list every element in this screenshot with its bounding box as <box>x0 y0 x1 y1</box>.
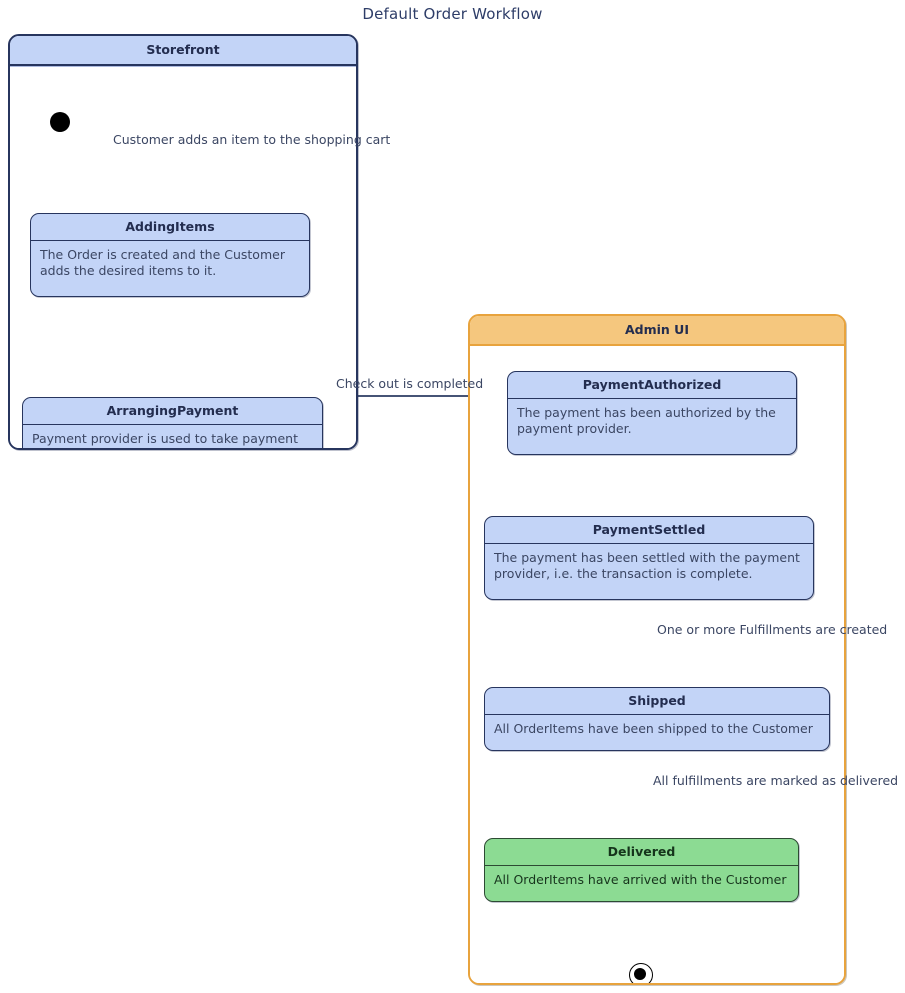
composite-state-storefront-title: Storefront <box>10 36 356 66</box>
edge-label-payment-settled-to-shipped: One or more Fulfillments are created <box>657 622 888 637</box>
state-arranging-payment[interactable]: ArrangingPayment Payment provider is use… <box>22 397 323 448</box>
final-pseudostate <box>629 963 653 983</box>
state-shipped[interactable]: Shipped All OrderItems have been shipped… <box>484 687 830 751</box>
composite-state-admin-ui[interactable]: Admin UI PaymentAuthorized The payment h… <box>468 314 846 985</box>
state-delivered-description: All OrderItems have arrived with the Cus… <box>494 872 787 887</box>
edge-label-start-to-adding-items: Customer adds an item to the shopping ca… <box>113 132 391 147</box>
state-payment-settled-description: The payment has been settled with the pa… <box>494 550 800 581</box>
state-delivered[interactable]: Delivered All OrderItems have arrived wi… <box>484 838 799 902</box>
final-pseudostate-dot <box>634 968 646 980</box>
state-shipped-description: All OrderItems have been shipped to the … <box>494 721 813 736</box>
composite-state-admin-ui-title: Admin UI <box>470 316 844 346</box>
state-payment-settled-name: PaymentSettled <box>485 517 813 544</box>
state-adding-items-name: AddingItems <box>31 214 309 241</box>
edge-label-arranging-payment-to-payment-authorized: Check out is completed <box>336 376 484 391</box>
state-adding-items-description: The Order is created and the Customer ad… <box>40 247 285 278</box>
state-payment-authorized[interactable]: PaymentAuthorized The payment has been a… <box>507 371 797 455</box>
composite-state-storefront-body: AddingItems The Order is created and the… <box>10 66 356 448</box>
state-delivered-name: Delivered <box>485 839 798 866</box>
initial-pseudostate <box>50 112 70 132</box>
composite-state-storefront[interactable]: Storefront AddingItems The Order is crea… <box>8 34 358 450</box>
state-payment-authorized-name: PaymentAuthorized <box>508 372 796 399</box>
state-arranging-payment-name: ArrangingPayment <box>23 398 322 425</box>
state-payment-settled[interactable]: PaymentSettled The payment has been sett… <box>484 516 814 600</box>
diagram-title: Default Order Workflow <box>362 5 543 23</box>
edge-label-shipped-to-delivered: All fulfillments are marked as delivered <box>653 773 899 788</box>
state-adding-items[interactable]: AddingItems The Order is created and the… <box>30 213 310 297</box>
composite-state-admin-ui-body: PaymentAuthorized The payment has been a… <box>470 346 844 983</box>
state-arranging-payment-description: Payment provider is used to take payment <box>32 431 298 446</box>
state-payment-authorized-description: The payment has been authorized by the p… <box>517 405 776 436</box>
state-shipped-name: Shipped <box>485 688 829 715</box>
